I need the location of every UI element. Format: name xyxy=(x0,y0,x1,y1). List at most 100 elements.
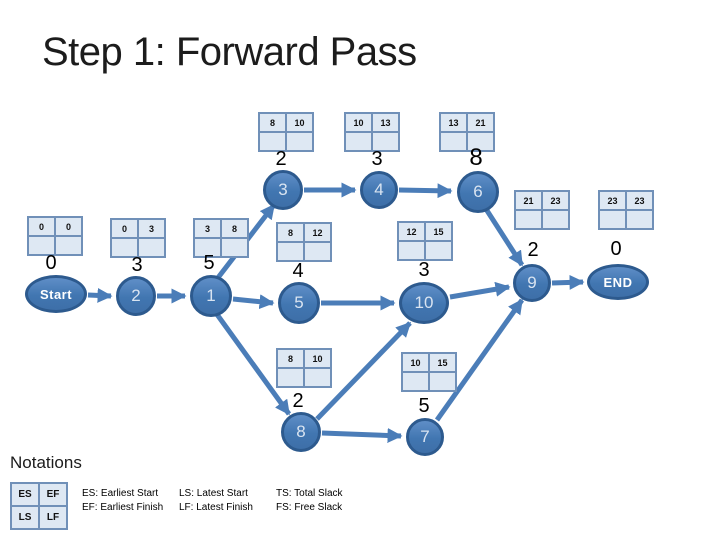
es-ef-box-node-9: 21 23 xyxy=(514,190,570,230)
duration-label-node-10: 3 xyxy=(418,259,430,281)
node-6: 6 xyxy=(457,171,499,213)
lf-value xyxy=(543,211,568,228)
definition-fs: FS: Free Slack xyxy=(276,502,343,513)
lf-value xyxy=(56,237,81,254)
lf-value xyxy=(139,239,164,256)
es-ef-box-node-6: 13 21 xyxy=(439,112,495,152)
es-ef-box-node-8: 8 10 xyxy=(276,348,332,388)
es-ef-box-node-1: 3 8 xyxy=(193,218,249,258)
ls-value xyxy=(516,211,541,228)
ls-value xyxy=(112,239,137,256)
legend-box: ES EF LS LF xyxy=(10,482,68,530)
node-start: Start xyxy=(25,275,87,313)
node-7: 7 xyxy=(406,418,444,456)
ls-value xyxy=(278,243,303,260)
legend-lf-label: LF xyxy=(40,507,66,528)
duration-label-node-6: 8 xyxy=(469,144,483,171)
definition-lf: LF: Latest Finish xyxy=(179,502,253,513)
node-2: 2 xyxy=(116,276,156,316)
ls-value xyxy=(399,242,424,259)
es-value: 3 xyxy=(195,220,220,237)
es-value: 8 xyxy=(278,224,303,241)
es-ef-box-end: 23 23 xyxy=(598,190,654,230)
node-8: 8 xyxy=(281,412,321,452)
definition-ef: EF: Earliest Finish xyxy=(82,502,164,513)
es-ef-box-node-2: 0 3 xyxy=(110,218,166,258)
duration-label-node-9: 2 xyxy=(527,239,539,261)
edge-10-9 xyxy=(449,281,511,300)
es-value: 10 xyxy=(346,114,371,131)
node-end: END xyxy=(587,264,649,300)
edge-8-10 xyxy=(315,321,412,421)
es-value: 0 xyxy=(29,218,54,235)
duration-label-node-2: 3 xyxy=(131,254,143,276)
ef-value: 3 xyxy=(139,220,164,237)
ls-value xyxy=(260,133,285,150)
lf-value xyxy=(627,211,652,228)
legend-definitions: ES: Earliest Start LS: Latest Start TS: … xyxy=(82,487,343,515)
lf-value xyxy=(305,369,330,386)
node-4: 4 xyxy=(360,171,398,209)
ls-value xyxy=(278,369,303,386)
es-value: 23 xyxy=(600,192,625,209)
ls-value xyxy=(441,133,466,150)
node-9: 9 xyxy=(513,264,551,302)
legend-ls-label: LS xyxy=(12,507,38,528)
legend-ef-label: EF xyxy=(40,484,66,505)
duration-label-node-1: 5 xyxy=(203,252,215,274)
es-ef-box-start: 0 0 xyxy=(27,216,83,256)
es-ef-box-node-10: 12 15 xyxy=(397,221,453,261)
ls-value xyxy=(600,211,625,228)
es-ef-box-node-3: 8 10 xyxy=(258,112,314,152)
node-3: 3 xyxy=(263,170,303,210)
lf-value xyxy=(426,242,451,259)
legend-es-label: ES xyxy=(12,484,38,505)
ef-value: 15 xyxy=(430,354,455,371)
duration-label-node-8: 2 xyxy=(292,390,304,412)
notations-heading: Notations xyxy=(10,453,82,472)
ef-value: 15 xyxy=(426,223,451,240)
es-ef-box-node-7: 10 15 xyxy=(401,352,457,392)
duration-label-node-4: 3 xyxy=(371,148,383,170)
ef-value: 23 xyxy=(543,192,568,209)
lf-value xyxy=(287,133,312,150)
ef-value: 8 xyxy=(222,220,247,237)
lf-value xyxy=(373,133,398,150)
es-ef-box-node-5: 8 12 xyxy=(276,222,332,262)
duration-label-start: 0 xyxy=(45,252,57,274)
es-value: 8 xyxy=(260,114,285,131)
edge-6-9 xyxy=(483,207,525,267)
duration-label-end: 0 xyxy=(610,238,622,260)
ef-value: 13 xyxy=(373,114,398,131)
page-title: Step 1: Forward Pass xyxy=(42,30,417,74)
node-10: 10 xyxy=(399,282,449,324)
es-value: 13 xyxy=(441,114,466,131)
duration-label-node-3: 2 xyxy=(275,148,287,170)
definition-es: ES: Earliest Start xyxy=(82,488,159,499)
ef-value: 10 xyxy=(305,350,330,367)
node-1: 1 xyxy=(190,275,232,317)
definition-ls: LS: Latest Start xyxy=(179,488,248,499)
ef-value: 23 xyxy=(627,192,652,209)
edge-start-2 xyxy=(87,287,113,303)
ls-value xyxy=(346,133,371,150)
edge-1-8 xyxy=(213,311,292,416)
duration-label-node-7: 5 xyxy=(418,395,430,417)
ls-value xyxy=(29,237,54,254)
lf-value xyxy=(222,239,247,256)
edge-1-5 xyxy=(232,294,275,310)
node-5: 5 xyxy=(278,282,320,324)
lf-value xyxy=(305,243,330,260)
ef-value: 10 xyxy=(287,114,312,131)
es-value: 21 xyxy=(516,192,541,209)
edge-8-7 xyxy=(321,427,403,443)
ef-value: 12 xyxy=(305,224,330,241)
lf-value xyxy=(468,133,493,150)
edge-4-6 xyxy=(398,183,453,199)
es-value: 12 xyxy=(399,223,424,240)
es-value: 0 xyxy=(112,220,137,237)
duration-label-node-5: 4 xyxy=(292,260,304,282)
edge-7-9 xyxy=(434,298,525,422)
definition-ts: TS: Total Slack xyxy=(276,488,343,499)
